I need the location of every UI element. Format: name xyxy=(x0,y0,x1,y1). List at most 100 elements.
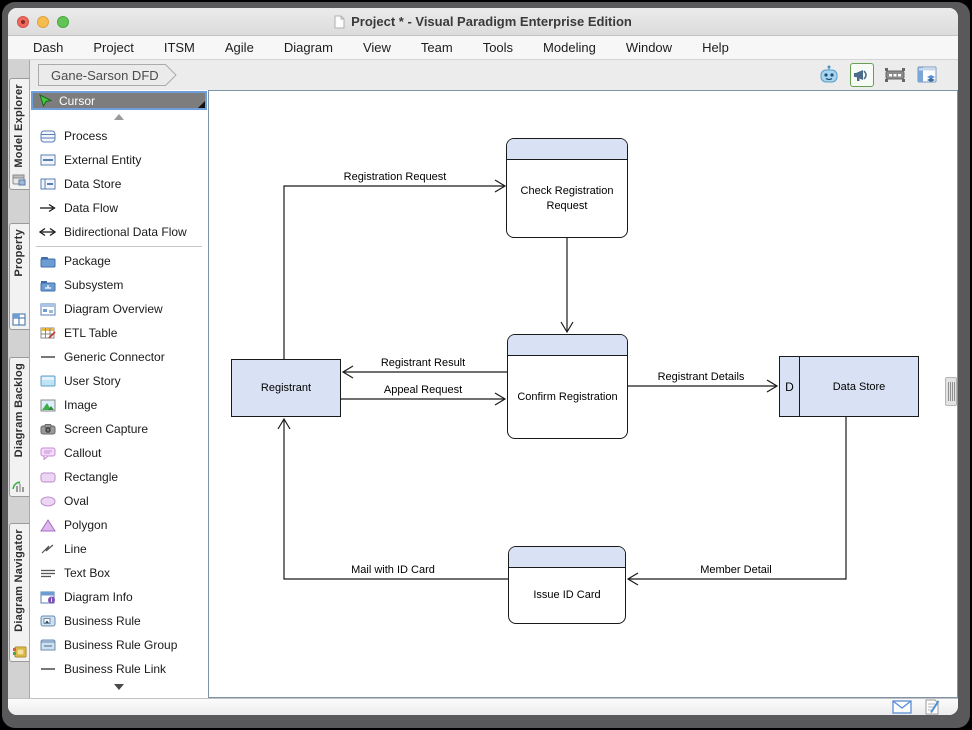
user-story-icon xyxy=(39,375,56,387)
process-node-issue-id-card[interactable]: Issue ID Card xyxy=(508,546,626,624)
model-explorer-icon xyxy=(12,174,26,186)
palette-scroll-up[interactable] xyxy=(30,110,208,124)
flow-member-detail-line[interactable] xyxy=(626,417,847,586)
palette-item-business-rule-group[interactable]: Business Rule Group xyxy=(30,633,208,657)
data-store-node[interactable]: D Data Store xyxy=(779,356,919,417)
menu-help[interactable]: Help xyxy=(702,40,729,55)
palette-item-label: Oval xyxy=(64,494,89,508)
palette-item-label: Callout xyxy=(64,446,102,460)
palette-item-package[interactable]: Package xyxy=(30,249,208,273)
palette-item-business-rule-link[interactable]: Business Rule Link xyxy=(30,657,208,681)
process-header xyxy=(507,139,627,160)
palette-item-label: External Entity xyxy=(64,153,142,167)
window-title-wrap: Project * - Visual Paradigm Enterprise E… xyxy=(334,14,632,29)
palette-item-label: Package xyxy=(64,254,111,268)
process-label: Issue ID Card xyxy=(533,589,601,602)
tool-palette: Cursor Process External Entity Dat xyxy=(30,90,208,698)
tab-property[interactable]: Property xyxy=(8,223,29,330)
menu-window[interactable]: Window xyxy=(625,40,673,55)
palette-cursor-tool[interactable]: Cursor xyxy=(31,91,207,110)
palette-item-oval[interactable]: Oval xyxy=(30,489,208,513)
palette-item-generic-connector[interactable]: Generic Connector xyxy=(30,345,208,369)
flow-label-mail-with-id-card[interactable]: Mail with ID Card xyxy=(349,564,437,576)
menu-bar: Dash Project ITSM Agile Diagram View Tea… xyxy=(8,36,958,60)
palette-item-label: ETL Table xyxy=(64,326,118,340)
palette-item-label: Rectangle xyxy=(64,470,119,484)
menu-dash[interactable]: Dash xyxy=(33,40,64,55)
palette-item-polygon[interactable]: Polygon xyxy=(30,513,208,537)
cursor-icon xyxy=(39,94,52,107)
business-rule-link-icon xyxy=(39,667,56,671)
announcement-megaphone-icon[interactable] xyxy=(850,63,874,87)
menu-itsm[interactable]: ITSM xyxy=(163,40,195,55)
status-bar xyxy=(8,698,958,715)
menu-tools[interactable]: Tools xyxy=(482,40,514,55)
zoom-button[interactable] xyxy=(57,16,69,28)
tab-diagram-navigator[interactable]: Diagram Navigator xyxy=(8,523,29,662)
palette-item-screen-capture[interactable]: Screen Capture xyxy=(30,417,208,441)
diagram-canvas[interactable]: Check Registration Request Confirm Regis… xyxy=(208,90,958,698)
palette-cursor-label: Cursor xyxy=(59,93,96,108)
palette-item-user-story[interactable]: User Story xyxy=(30,369,208,393)
data-store-id: D xyxy=(780,357,800,416)
flow-mail-with-id-card-line[interactable] xyxy=(277,417,508,580)
palette-item-image[interactable]: Image xyxy=(30,393,208,417)
etl-table-icon xyxy=(39,327,56,340)
tab-diagram-backlog[interactable]: Diagram Backlog xyxy=(8,357,29,497)
storyboard-selection-icon[interactable] xyxy=(883,63,907,87)
flow-label-registration-request[interactable]: Registration Request xyxy=(341,171,449,183)
process-node-confirm-registration[interactable]: Confirm Registration xyxy=(507,334,628,439)
business-rule-icon xyxy=(39,615,56,627)
palette-item-text-box[interactable]: Text Box xyxy=(30,561,208,585)
palette-item-data-store[interactable]: Data Store xyxy=(30,172,208,196)
palette-item-diagram-overview[interactable]: Diagram Overview xyxy=(30,297,208,321)
flow-registration-request-line[interactable] xyxy=(283,179,507,359)
flow-check-to-confirm-line[interactable] xyxy=(560,238,574,334)
palette-item-callout[interactable]: Callout xyxy=(30,441,208,465)
edit-document-icon[interactable] xyxy=(925,699,940,715)
menu-team[interactable]: Team xyxy=(420,40,453,55)
palette-item-diagram-info[interactable]: i Diagram Info xyxy=(30,585,208,609)
palette-item-rectangle[interactable]: Rectangle xyxy=(30,465,208,489)
external-entity-icon xyxy=(39,154,56,166)
flow-label-member-detail[interactable]: Member Detail xyxy=(698,564,774,576)
palette-item-data-flow[interactable]: Data Flow xyxy=(30,196,208,220)
palette-item-subsystem[interactable]: Subsystem xyxy=(30,273,208,297)
menu-agile[interactable]: Agile xyxy=(224,40,254,55)
flow-registrant-details-line[interactable] xyxy=(628,379,779,393)
palette-item-etl-table[interactable]: ETL Table xyxy=(30,321,208,345)
breadcrumb[interactable]: Gane-Sarson DFD xyxy=(38,63,178,87)
ai-assistant-robot-icon[interactable] xyxy=(817,63,841,87)
layout-panels-icon[interactable] xyxy=(916,63,940,87)
rectangle-icon xyxy=(39,472,56,483)
process-node-check-registration[interactable]: Check Registration Request xyxy=(506,138,628,238)
external-entity-node-registrant[interactable]: Registrant xyxy=(231,359,341,417)
palette-item-bidirectional-data-flow[interactable]: Bidirectional Data Flow xyxy=(30,220,208,244)
close-button[interactable] xyxy=(17,16,29,28)
scroll-up-icon xyxy=(114,114,124,120)
menu-modeling[interactable]: Modeling xyxy=(543,40,596,55)
palette-item-label: Line xyxy=(64,542,87,556)
panel-resize-grip[interactable] xyxy=(945,377,957,406)
flow-label-registrant-details[interactable]: Registrant Details xyxy=(655,371,747,383)
palette-item-process[interactable]: Process xyxy=(30,124,208,148)
flow-registrant-result-line[interactable] xyxy=(341,365,507,379)
flow-label-registrant-result[interactable]: Registrant Result xyxy=(378,357,468,369)
bidirectional-data-flow-icon xyxy=(39,227,56,237)
tab-model-explorer[interactable]: Model Explorer xyxy=(8,78,29,190)
palette-item-business-rule[interactable]: Business Rule xyxy=(30,609,208,633)
flow-label-appeal-request[interactable]: Appeal Request xyxy=(381,384,465,396)
mail-icon[interactable] xyxy=(892,700,912,714)
data-flow-icon xyxy=(39,203,56,213)
text-box-icon xyxy=(39,568,56,579)
palette-item-line[interactable]: Line xyxy=(30,537,208,561)
palette-item-external-entity[interactable]: External Entity xyxy=(30,148,208,172)
minimize-button[interactable] xyxy=(37,16,49,28)
palette-scroll-down[interactable] xyxy=(30,681,208,693)
menu-view[interactable]: View xyxy=(362,40,391,55)
flow-appeal-request-line[interactable] xyxy=(341,392,507,406)
breadcrumb-chevron-icon xyxy=(164,63,177,87)
menu-project[interactable]: Project xyxy=(93,40,134,55)
menu-diagram[interactable]: Diagram xyxy=(283,40,333,55)
palette-item-label: Diagram Info xyxy=(64,590,133,604)
